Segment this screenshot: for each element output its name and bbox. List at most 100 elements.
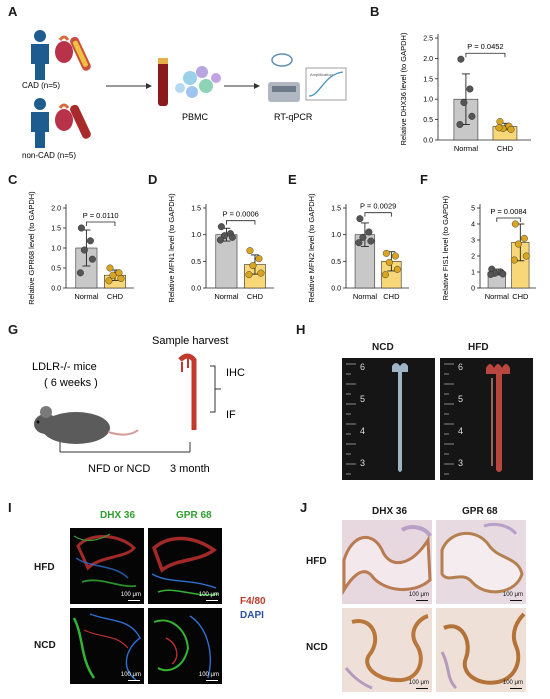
chart-d: Relative MFN1 level (to GAPDH)0.00.51.01… (167, 193, 274, 303)
y-tick-label: 1.5 (331, 206, 341, 213)
data-point (496, 118, 504, 126)
scale-bar-label: 100 μm (502, 680, 523, 686)
panel-j-row2: NCD (306, 642, 328, 653)
p-value-label: P = 0.0029 (360, 202, 396, 211)
scale-bar (206, 680, 218, 681)
panel-h-ncd-title: NCD (372, 342, 394, 353)
heart-icon (55, 103, 73, 131)
data-point (109, 271, 117, 279)
x-tick-label: CHD (383, 292, 400, 301)
data-point (257, 269, 265, 277)
artery-icon (70, 104, 91, 139)
data-point (106, 264, 114, 272)
mice-label: LDLR-/- mice (32, 361, 97, 373)
data-point (220, 232, 228, 240)
data-point (88, 255, 96, 263)
x-tick-label: CHD (107, 292, 124, 301)
plaque-artery-icon (70, 36, 91, 71)
panel-label-d: D (148, 172, 158, 187)
data-point (105, 277, 113, 285)
ruler-number: 3 (458, 458, 463, 468)
legend-f480: F4/80 (240, 596, 266, 607)
data-point (365, 228, 373, 236)
y-axis-label: Relative FIS1 level (to GAPDH) (441, 195, 450, 300)
panel-i-row2: NCD (34, 640, 56, 651)
data-point (381, 271, 389, 279)
data-point (367, 237, 375, 245)
rtqpcr-instrument-icon: Amplification (268, 53, 347, 102)
legend-dapi: DAPI (240, 610, 264, 621)
scale-bar (416, 688, 428, 689)
if-image-hfd-gpr68: 100 μm (148, 528, 222, 604)
chart-e: Relative MFN2 level (to GAPDH)0.00.51.01… (307, 193, 409, 303)
data-point (391, 252, 399, 260)
data-point (255, 255, 263, 263)
scale-bar (128, 600, 140, 601)
panel-j-col1: DHX 36 (372, 506, 408, 517)
y-axis-label: Relative DHX36 level (to GAPDH) (399, 32, 408, 145)
ihc-image-hfd-dhx36: 100 μm (342, 520, 432, 604)
panel-label-e: E (288, 172, 297, 187)
panel-label-b: B (370, 4, 380, 19)
data-point (514, 240, 522, 248)
if-label: IF (226, 409, 236, 421)
data-point (249, 262, 257, 270)
panel-g-schematic: LDLR-/- mice ( 6 weeks ) Sample harvest … (20, 332, 290, 482)
data-point (245, 271, 253, 279)
panel-i-row1: HFD (34, 562, 55, 573)
panel-label-g: G (8, 322, 19, 337)
y-tick-label: 1.5 (423, 76, 433, 83)
y-tick-label: 0.0 (423, 138, 433, 145)
ruler-number: 3 (360, 458, 365, 468)
heart-icon (55, 35, 73, 63)
ruler-number: 5 (458, 394, 463, 404)
y-tick-label: 1.0 (423, 97, 433, 104)
person-icon (31, 30, 49, 80)
data-point (77, 224, 85, 232)
scale-bar (510, 688, 522, 689)
p-value-label: P = 0.0006 (223, 210, 259, 219)
scale-bar-label: 100 μm (408, 680, 429, 686)
panel-j-row1: HFD (306, 556, 327, 567)
data-point (522, 252, 530, 260)
y-tick-label: 2.0 (423, 56, 433, 63)
pbmc-label: PBMC (182, 112, 209, 122)
mouse-icon (34, 406, 139, 444)
time-label: 3 month (170, 463, 210, 475)
x-tick-label: Normal (74, 292, 99, 301)
mice-age-label: ( 6 weeks ) (44, 377, 98, 389)
amplification-label: Amplification (310, 72, 333, 77)
data-point (385, 258, 393, 266)
panel-i-col2: GPR 68 (176, 510, 212, 521)
panel-h-hfd-title: HFD (468, 342, 489, 353)
chart-f: Relative FIS1 level (to GAPDH)012345Norm… (441, 195, 536, 301)
p-value-label: P = 0.0452 (467, 42, 503, 51)
p-value-label: P = 0.0110 (83, 211, 119, 220)
data-point (466, 85, 474, 93)
ruler-number: 6 (458, 362, 463, 372)
data-point (359, 233, 367, 241)
significance-bracket (465, 52, 506, 58)
y-tick-label: 0.5 (423, 117, 433, 124)
y-tick-label: 3 (471, 238, 475, 245)
data-point (80, 246, 88, 254)
data-point (356, 215, 364, 223)
person-icon (31, 98, 49, 148)
y-tick-label: 0.5 (191, 259, 201, 266)
y-tick-label: 1.0 (191, 232, 201, 239)
panel-label-f: F (420, 172, 428, 187)
y-axis-label: Relative MFN2 level (to GAPDH) (307, 193, 316, 303)
significance-bracket (226, 220, 256, 225)
scale-bar (128, 680, 140, 681)
scale-bar-label: 100 μm (198, 592, 219, 598)
significance-bracket (496, 217, 521, 222)
blood-tube-icon (158, 58, 168, 106)
ruler-number: 5 (360, 394, 365, 404)
panel-label-h: H (296, 322, 306, 337)
y-tick-label: 4 (471, 222, 475, 229)
data-point (228, 233, 236, 241)
y-tick-label: 1.5 (51, 226, 61, 233)
y-tick-label: 2 (471, 254, 475, 261)
chart-c: Relative GPR68 level (to GAPDH)0.00.51.0… (27, 191, 134, 305)
panel-a-schematic: CAD (n=5) non-CAD (n=5) (20, 22, 365, 167)
